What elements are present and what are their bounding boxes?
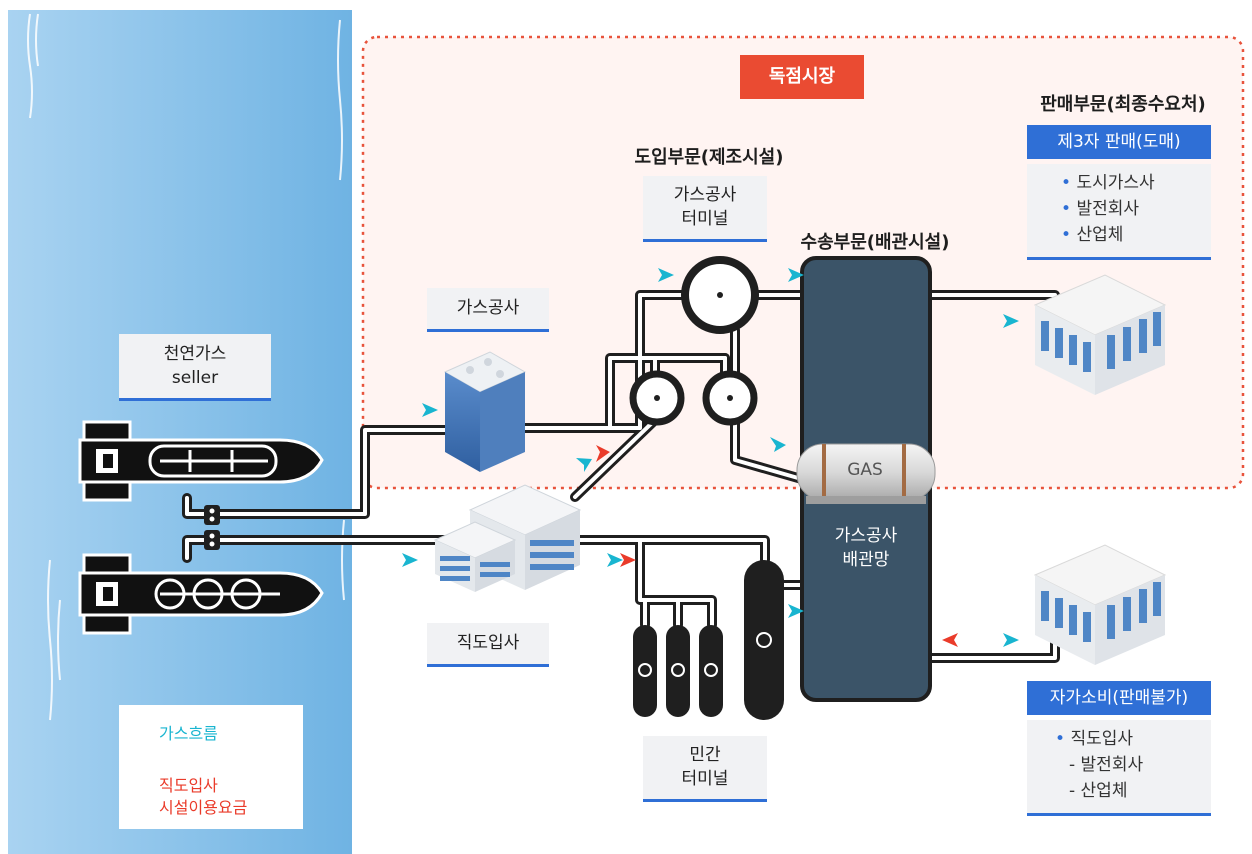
kogas-terminal-line1: 가스공사	[673, 185, 737, 205]
kogas-label: 가스공사	[427, 288, 549, 332]
direct-importer-buildings	[433, 484, 582, 592]
legend-fee-line1: 직도입사	[159, 776, 218, 795]
third-party-item: • 발전회사	[1061, 199, 1139, 219]
sales-sector-heading: 판매부문(최종수요처)	[1040, 94, 1206, 115]
self-consumption-title: 자가소비(판매불가)	[1027, 681, 1211, 715]
private-terminal-tanks	[633, 560, 784, 720]
import-sector-heading: 도입부문(제조시설)	[634, 147, 784, 168]
pipe-connector-bottom	[204, 530, 220, 550]
direct-importer-label: 직도입사	[427, 623, 549, 667]
legend: 가스흐름 직도입사 시설이용요금	[119, 705, 303, 829]
private-terminal-line1: 민간	[689, 745, 721, 765]
pipeline-network-label: 가스공사 배관망	[806, 524, 926, 572]
gas-cylinder-label: GAS	[847, 460, 883, 480]
third-party-sales-list: • 도시가스사 • 발전회사 • 산업체	[1027, 164, 1211, 260]
legend-fee-label: 직도입사 시설이용요금	[159, 775, 247, 819]
private-terminal-label: 민간 터미널	[643, 736, 767, 802]
kogas-building	[443, 351, 527, 472]
self-consumption-list: • 직도입사 - 발전회사 - 산업체	[1027, 720, 1211, 816]
pipeline-network-line1: 가스공사	[834, 526, 898, 546]
pipeline-network-line2: 배관망	[842, 550, 890, 570]
natural-gas-seller-label: 천연가스 seller	[119, 334, 271, 401]
private-terminal-line2: 터미널	[681, 769, 729, 789]
transport-sector-heading: 수송부문(배관시설)	[800, 232, 950, 253]
wave-lines	[27, 13, 345, 721]
lng-carrier-ship-bottom	[78, 553, 324, 635]
legend-gas-flow-label: 가스흐름	[159, 724, 218, 743]
lng-carrier-ship-top	[78, 420, 324, 502]
monopoly-market-badge: 독점시장	[740, 55, 864, 99]
facility-fee-arrows	[596, 445, 958, 647]
third-party-sales-title: 제3자 판매(도매)	[1027, 125, 1211, 159]
gas-flow-arrows	[402, 268, 1019, 647]
self-consumption-subitem: - 산업체	[1069, 781, 1128, 801]
legend-fee-line2: 시설이용요금	[159, 798, 248, 817]
third-party-item: • 도시가스사	[1061, 173, 1155, 193]
kogas-terminal-label: 가스공사 터미널	[643, 176, 767, 242]
seller-line1: 천연가스	[163, 344, 227, 364]
kogas-terminal-line2: 터미널	[681, 209, 729, 229]
third-party-item: • 산업체	[1061, 225, 1124, 245]
gas-storage-cylinder	[796, 443, 936, 504]
seller-line2: seller	[171, 368, 219, 388]
self-consumption-item: • 직도입사	[1055, 729, 1133, 749]
self-consumption-subitem: - 발전회사	[1069, 755, 1144, 775]
pipeline-network	[182, 290, 1060, 663]
pipe-connector-top	[204, 505, 220, 525]
